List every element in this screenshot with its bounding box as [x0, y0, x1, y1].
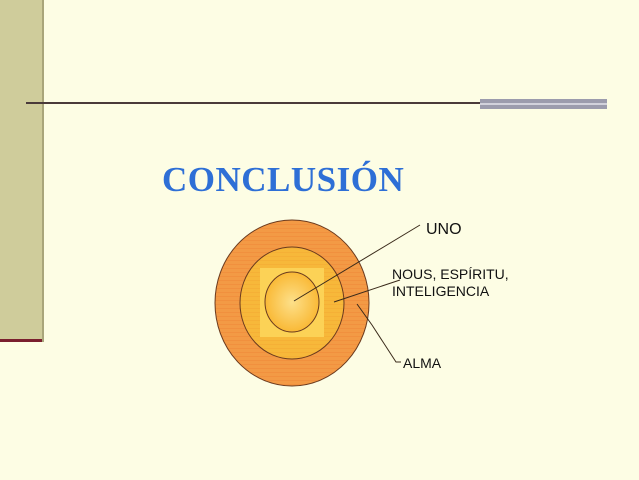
label-alma: ALMA — [403, 355, 442, 371]
header-rule — [26, 102, 481, 104]
label-uno: UNO — [426, 221, 462, 238]
leader-line-nous — [333, 279, 401, 303]
left-bar-accent — [0, 339, 42, 342]
header-rule-accent-highlight — [480, 103, 607, 105]
leader-line-alma — [356, 303, 401, 363]
slide-title: CONCLUSIÓN — [162, 160, 405, 199]
core-circle-uno — [264, 271, 320, 333]
leader-line-uno — [293, 224, 421, 302]
left-decorative-bar — [0, 0, 44, 342]
label-nous: NOUS, ESPÍRITU, INTELIGENCIA — [392, 266, 509, 299]
